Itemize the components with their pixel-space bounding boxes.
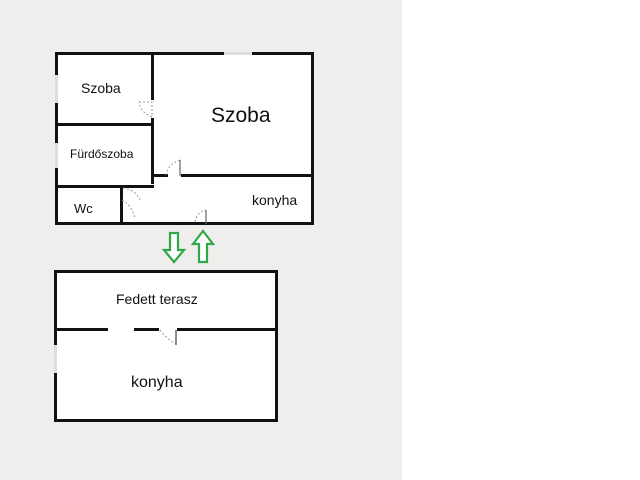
room-label-konyha-lower: konyha bbox=[131, 374, 183, 391]
floor-plan-canvas: Szoba Szoba Fürdőszoba Wc konyha Fedett … bbox=[0, 0, 402, 480]
wall bbox=[55, 52, 58, 225]
blank-right-panel bbox=[402, 0, 640, 480]
window bbox=[54, 345, 57, 373]
wall bbox=[55, 222, 314, 225]
room-label-konyha: konyha bbox=[252, 192, 298, 208]
wall bbox=[55, 185, 154, 188]
arrow-down-icon bbox=[161, 231, 187, 264]
wall bbox=[181, 174, 314, 177]
wall bbox=[151, 174, 168, 177]
room-label-fedett-terasz: Fedett terasz bbox=[116, 291, 198, 307]
window bbox=[55, 143, 58, 168]
room-label-wc: Wc bbox=[74, 201, 93, 216]
wall bbox=[177, 328, 278, 331]
lower-floor-plan bbox=[54, 270, 278, 422]
room-label-furdoszoba: Fürdőszoba bbox=[70, 147, 134, 161]
wall bbox=[275, 270, 278, 422]
wall bbox=[54, 328, 108, 331]
wall bbox=[311, 52, 314, 225]
wall bbox=[54, 419, 278, 422]
wall bbox=[151, 118, 154, 184]
upper-floor-plan bbox=[55, 52, 314, 224]
door-swing-icon bbox=[159, 329, 177, 345]
wall bbox=[134, 328, 159, 331]
window bbox=[224, 52, 252, 55]
room-label-szoba-small: Szoba bbox=[81, 80, 121, 96]
window bbox=[55, 75, 58, 103]
wall bbox=[55, 123, 154, 126]
wall bbox=[54, 270, 278, 273]
wall bbox=[151, 52, 154, 100]
wall bbox=[120, 185, 123, 225]
arrow-up-icon bbox=[190, 229, 216, 264]
room-label-szoba-large: Szoba bbox=[211, 104, 271, 127]
door-swing-icon bbox=[121, 101, 207, 224]
wall bbox=[55, 52, 314, 55]
